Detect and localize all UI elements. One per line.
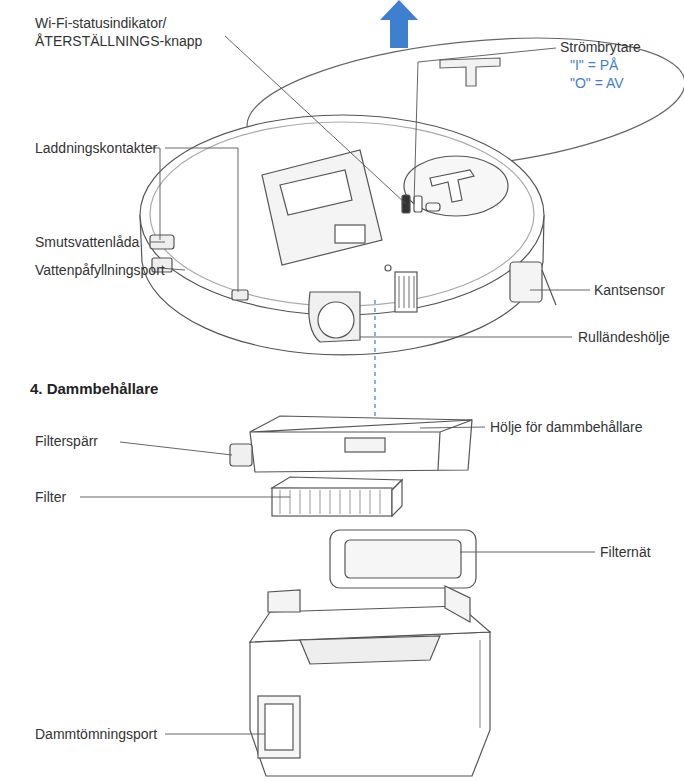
leader-line-part xyxy=(150,148,160,240)
dust-bin-cover-part xyxy=(345,438,385,452)
dust-container-part xyxy=(258,696,300,758)
filter-net xyxy=(330,530,476,588)
filter-net-part xyxy=(345,540,461,578)
part-label: Vattenpåfyllningsport xyxy=(35,261,165,279)
robot-body-part xyxy=(430,170,474,202)
leader-line-part xyxy=(225,36,406,204)
robot-body-part xyxy=(395,272,417,312)
dust-bin-cover-part xyxy=(230,444,252,466)
robot-body-part xyxy=(318,302,354,338)
lift-arrow xyxy=(380,0,418,48)
robot-body-part xyxy=(150,235,174,249)
leader-line-part xyxy=(414,48,556,204)
robot-body-part xyxy=(150,122,534,306)
leader-line-part xyxy=(360,337,572,338)
dust-container-part xyxy=(445,586,470,622)
switch-state: "O" = AV xyxy=(570,74,624,92)
filter-net-part xyxy=(330,530,476,588)
leader-line-part xyxy=(420,427,485,428)
leader-line-part xyxy=(165,734,265,735)
leader-line-part xyxy=(80,497,290,498)
part-label: Rulländeshölje xyxy=(578,328,670,346)
robot-body-part xyxy=(309,292,360,342)
filter-part xyxy=(280,490,380,514)
filter-part xyxy=(392,480,402,516)
dust-bin-cover-part xyxy=(250,416,472,472)
dust-container-part xyxy=(265,704,293,750)
robot-body-part xyxy=(542,270,556,305)
robot-body-part xyxy=(262,150,382,265)
part-label: Filterspärr xyxy=(35,432,98,450)
part-label: Laddningskontakter xyxy=(35,139,157,157)
top-cover-part xyxy=(440,58,500,86)
robot-body-part xyxy=(414,196,422,212)
part-label: Strömbrytare xyxy=(560,38,641,56)
robot-body-part xyxy=(426,203,440,211)
leader-line-part xyxy=(165,148,238,292)
dust-container-part xyxy=(300,636,440,664)
robot-body xyxy=(140,115,556,355)
dust-container-part xyxy=(479,640,480,728)
robot-body-part xyxy=(232,290,248,300)
leader-line-part xyxy=(120,442,232,455)
part-label: Smutsvattenlåda xyxy=(35,233,139,251)
part-label: Hölje för dammbehållare xyxy=(490,418,643,436)
filter-part xyxy=(272,488,392,516)
part-label: Kantsensor xyxy=(594,281,665,299)
robot-body-part xyxy=(399,276,414,308)
robot-body-part xyxy=(385,265,391,271)
dust-container-part xyxy=(268,590,300,612)
dust-bin-cover-part xyxy=(438,432,440,470)
part-label: Wi-Fi-statusindikator/ ÅTERSTÄLLNINGS-kn… xyxy=(35,14,225,50)
part-label: Dammtömningsport xyxy=(35,725,157,743)
leader-line-part xyxy=(150,242,165,243)
dust-container xyxy=(250,586,490,776)
filter xyxy=(272,477,402,516)
dust-bin-cover-part xyxy=(250,420,472,432)
robot-body-part xyxy=(335,225,365,243)
robot-body-part xyxy=(510,262,542,302)
leader-line-part xyxy=(530,290,590,291)
lift-arrow-part xyxy=(390,18,408,48)
leader-line-part xyxy=(460,552,595,553)
dust-bin-cover xyxy=(230,416,472,472)
robot-body-part xyxy=(404,156,508,216)
part-label: Filternät xyxy=(600,543,651,561)
robot-body-part xyxy=(280,170,352,215)
part-label: Filter xyxy=(35,488,66,506)
lift-arrow-part xyxy=(380,0,418,20)
dust-container-part xyxy=(250,632,490,776)
switch-state: "I" = PÅ xyxy=(570,56,618,74)
section-heading: 4. Dammbehållare xyxy=(30,380,158,398)
